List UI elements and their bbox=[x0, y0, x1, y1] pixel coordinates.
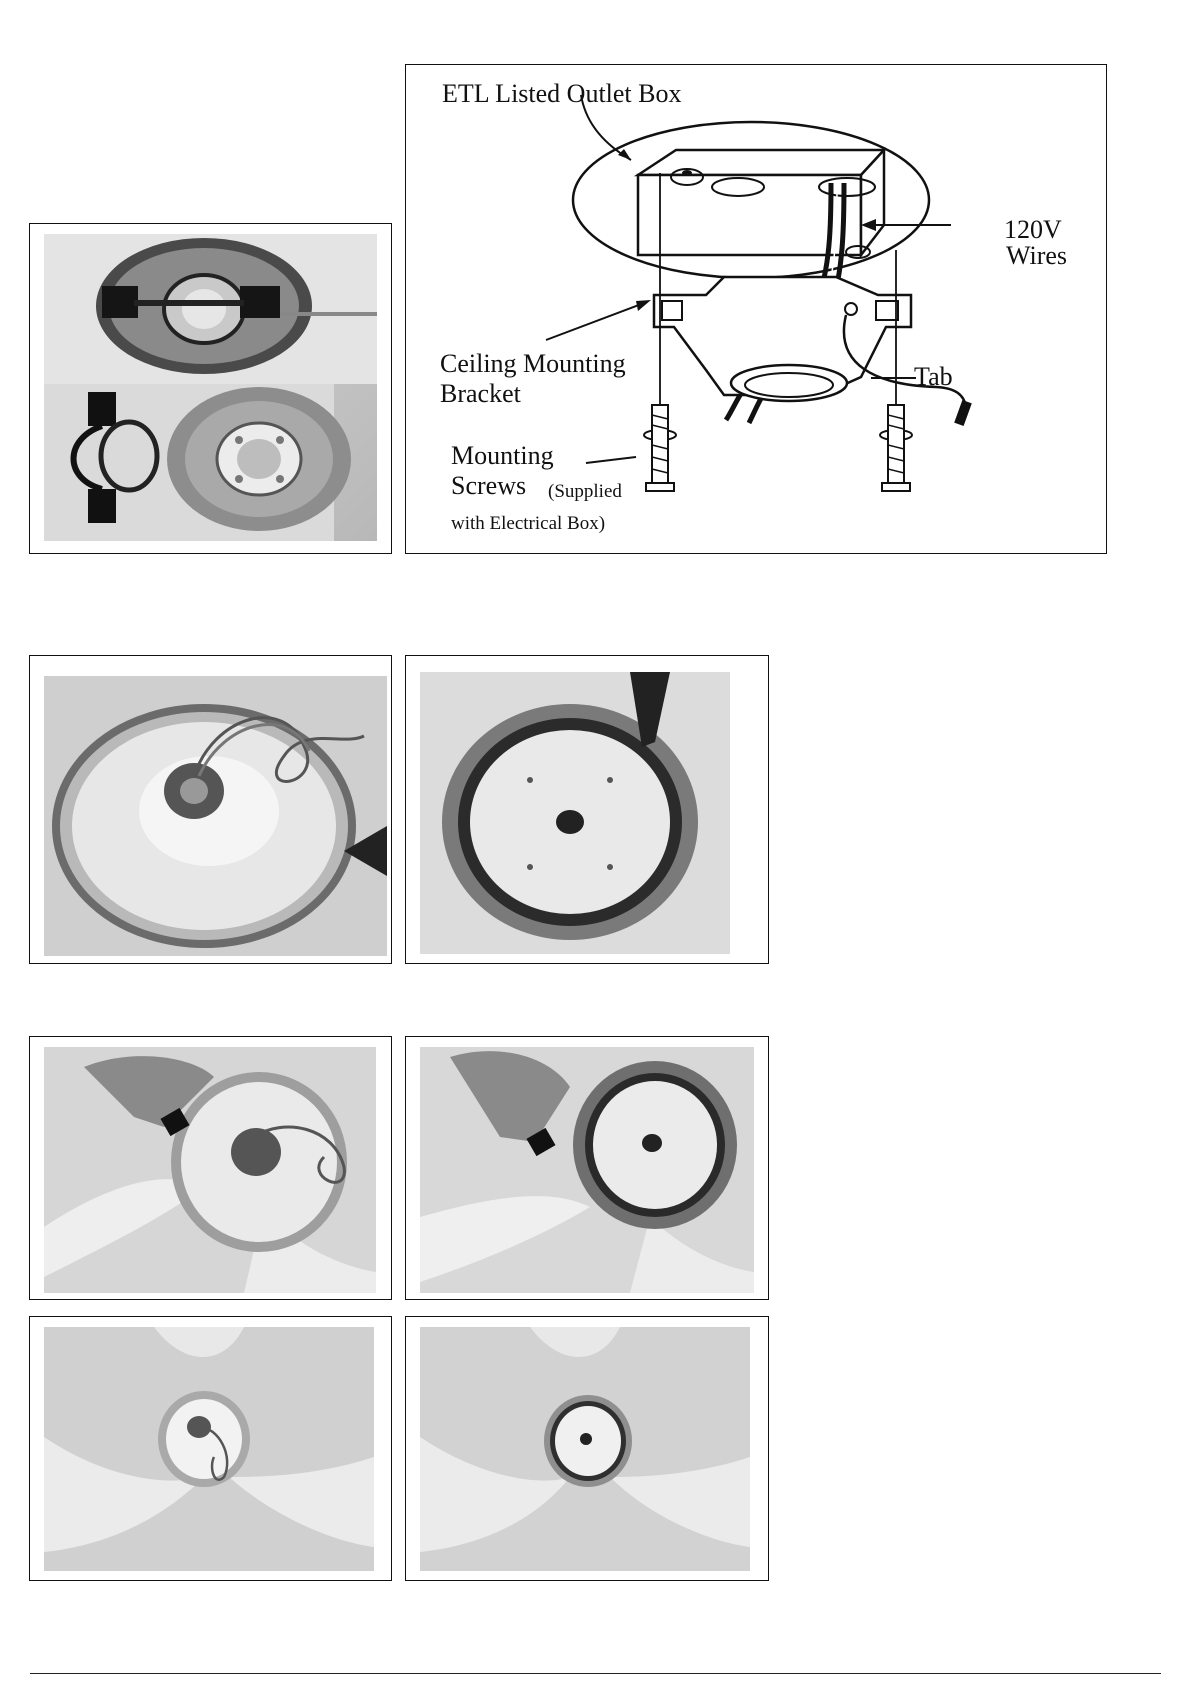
screws-label-supplied: (Supplied bbox=[548, 477, 622, 507]
photo-blades-motor-top bbox=[44, 1047, 376, 1293]
assembled-bottom-illustration bbox=[420, 1327, 750, 1571]
photo-frame-assembled-top bbox=[29, 1316, 392, 1581]
photo-frame-motor-ring bbox=[405, 655, 769, 964]
photo-motor-ring bbox=[420, 672, 730, 954]
assembled-top-illustration bbox=[44, 1327, 374, 1571]
wires-label-line2: Wires bbox=[1006, 241, 1067, 271]
screws-label-line2: Screws bbox=[451, 471, 526, 501]
screws-label-line1: Mounting bbox=[451, 441, 554, 471]
photo-bracket-canopy bbox=[44, 234, 377, 541]
footer-rule bbox=[30, 1673, 1161, 1674]
photo-frame-motor-top bbox=[29, 655, 392, 964]
blades-motor-top-illustration bbox=[44, 1047, 376, 1293]
blades-motor-ring-illustration bbox=[420, 1047, 754, 1293]
photo-blades-motor-ring bbox=[420, 1047, 754, 1293]
bracket-label-line1: Ceiling Mounting bbox=[440, 349, 626, 379]
motor-ring-illustration bbox=[420, 672, 730, 954]
photo-motor-top bbox=[44, 676, 387, 956]
outlet-box-label: ETL Listed Outlet Box bbox=[442, 79, 682, 109]
photo-assembled-bottom bbox=[420, 1327, 750, 1571]
screws-label-line3: with Electrical Box) bbox=[451, 509, 605, 539]
photo-frame-bracket-canopy bbox=[29, 223, 392, 554]
photo-frame-blades-motor-ring bbox=[405, 1036, 769, 1300]
diagram-frame-ceiling-mount: ETL Listed Outlet Box 120V Wires Ceiling… bbox=[405, 64, 1107, 554]
motor-top-illustration bbox=[44, 676, 387, 956]
tab-label: Tab bbox=[914, 362, 953, 392]
photo-assembled-top bbox=[44, 1327, 374, 1571]
photo-frame-assembled-bottom bbox=[405, 1316, 769, 1581]
photo-frame-blades-motor-top bbox=[29, 1036, 392, 1300]
bracket-canopy-illustration bbox=[44, 234, 377, 541]
bracket-label-line2: Bracket bbox=[440, 379, 521, 409]
